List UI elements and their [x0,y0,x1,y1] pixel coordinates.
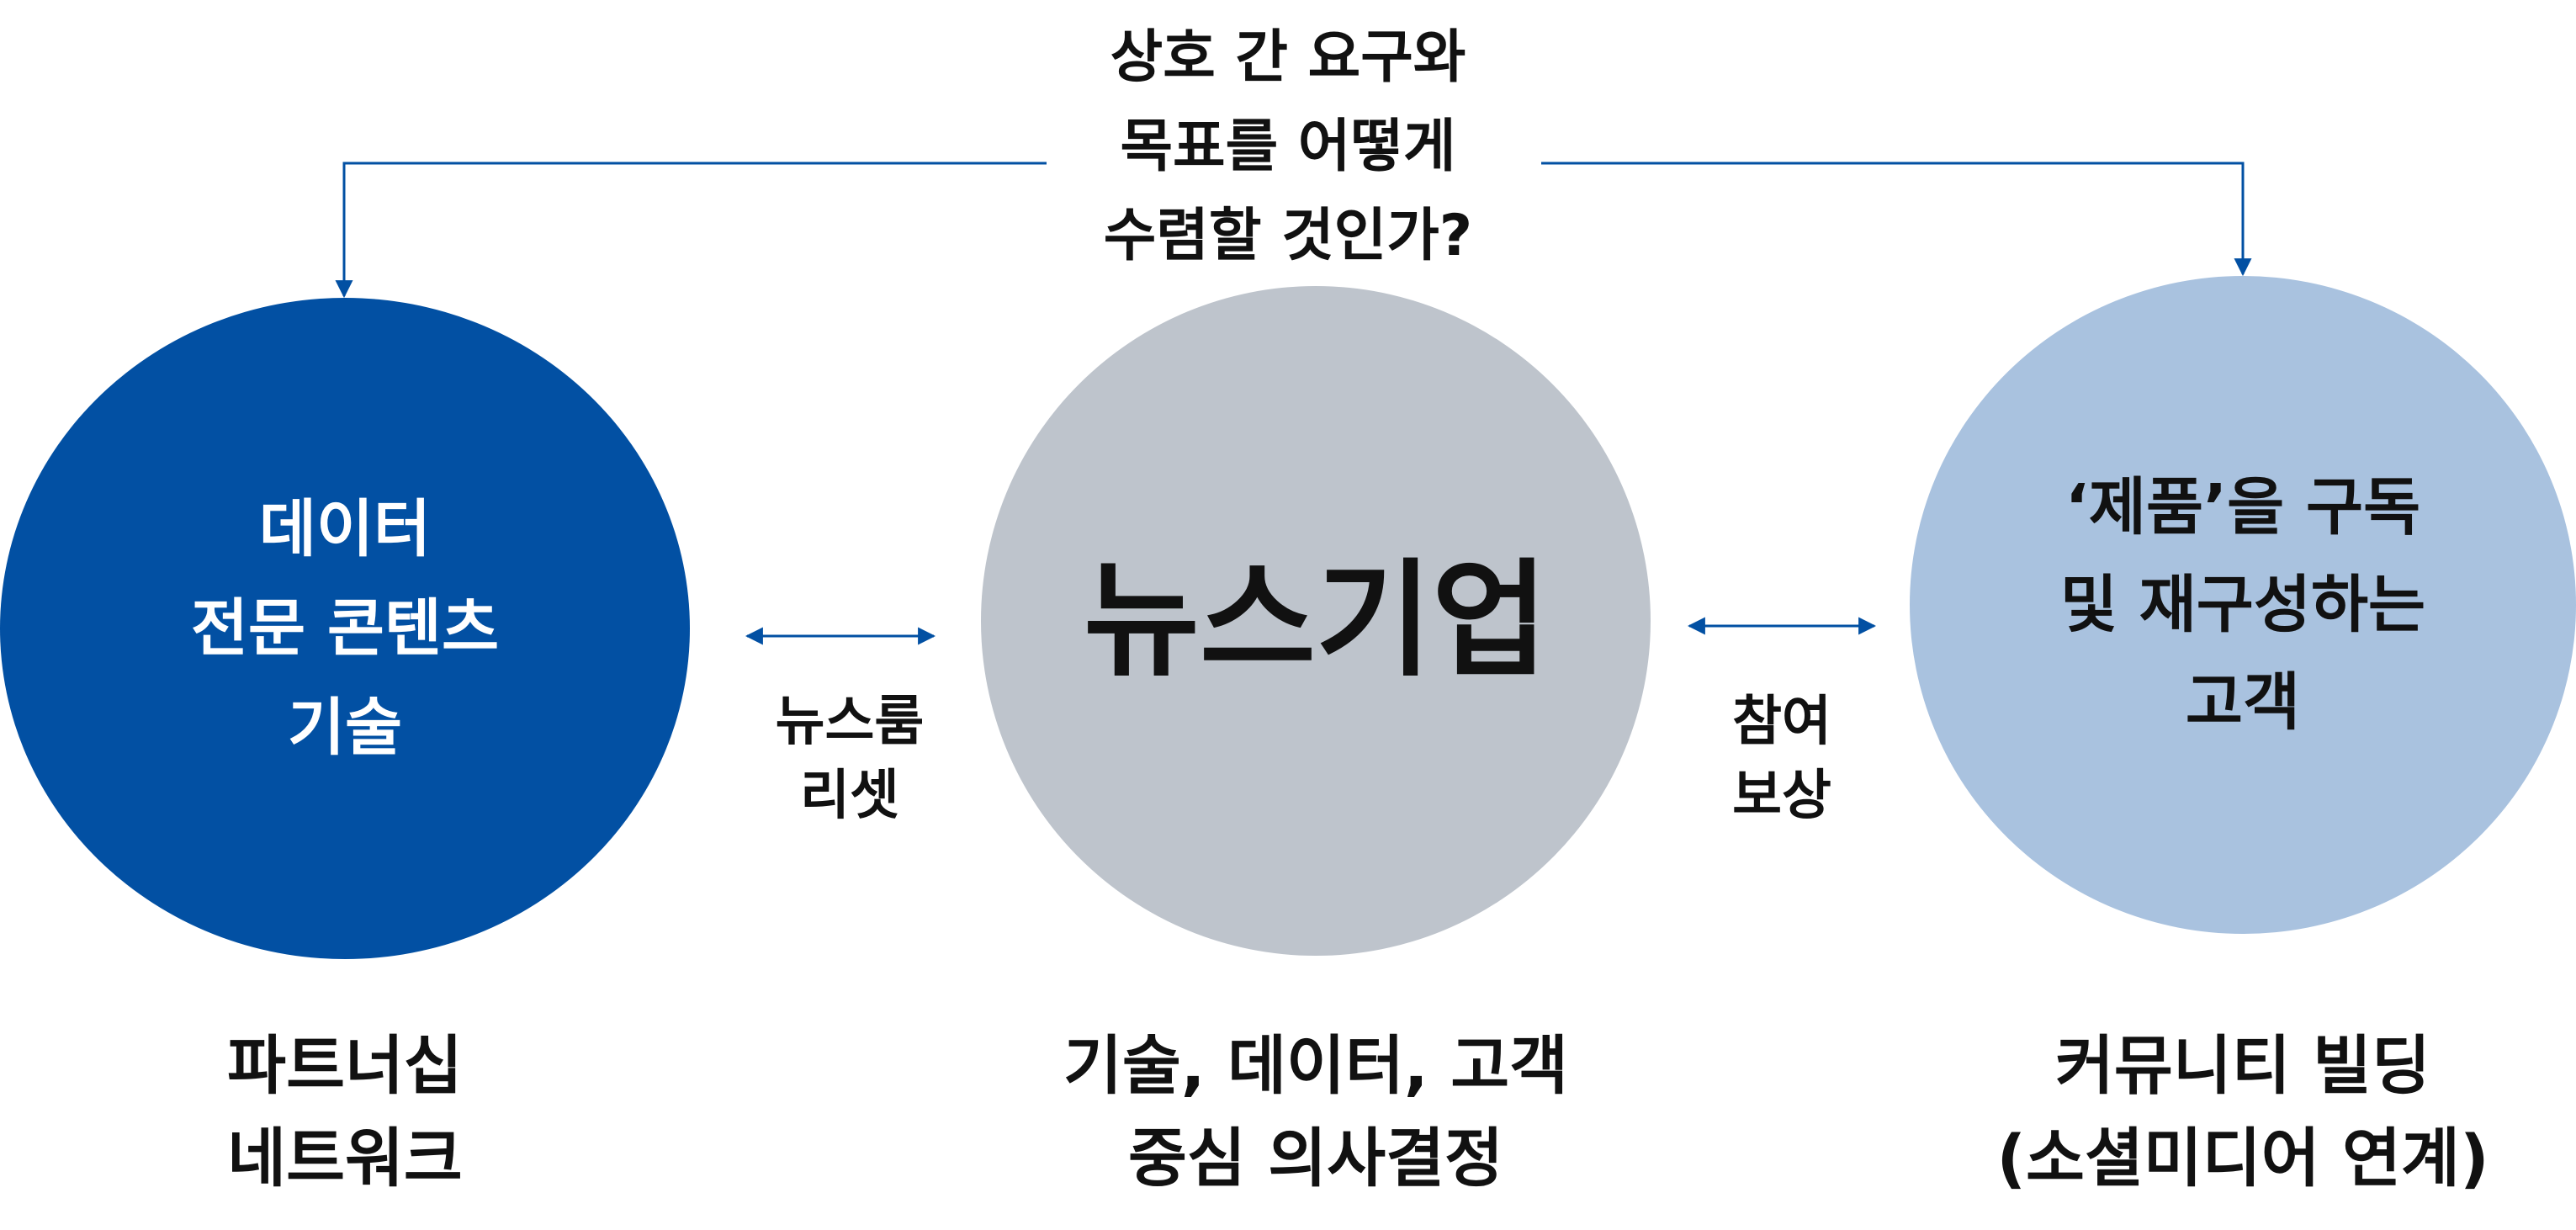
question-to-left-arrow [335,162,1047,299]
question-line: 상호 간 요구와 [1110,24,1466,91]
caption-line: (소셜미디어 연계) [1996,1121,2489,1196]
node-line: 데이터 [258,493,432,565]
link-line: 보상 [1732,765,1831,827]
node-line: 뉴스기업 [1083,548,1548,694]
link-line: 뉴스룸 [775,691,925,753]
news-company-node-circle: 뉴스기업 [981,286,1651,956]
question-to-right-arrow [1541,162,2252,277]
customer-node-caption: 커뮤니티 빌딩 (소셜미디어 연계) [1932,1020,2554,1205]
customer-node-circle: ‘제품’을 구독 및 재구성하는 고객 [1910,276,2576,934]
question-line: 수렴할 것인가? [1103,203,1473,269]
caption-line: 커뮤니티 빌딩 [2055,1028,2430,1103]
news-company-node-caption: 기술, 데이터, 고객 중심 의사결정 [979,1020,1652,1205]
caption-line: 기술, 데이터, 고객 [1063,1028,1569,1103]
node-line: 기술 [287,692,403,764]
node-line: 전문 콘텐츠 [190,592,500,665]
center-right-link-label: 참여 보상 [1656,685,1908,833]
partner-node-caption: 파트너십 네트워크 [93,1020,597,1205]
caption-line: 파트너십 [227,1028,463,1103]
customer-node-label: ‘제품’을 구독 및 재구성하는 고객 [2060,459,2425,751]
news-company-node-label: 뉴스기업 [1084,554,1548,688]
left-center-link-label: 뉴스룸 리셋 [724,685,976,833]
node-line: 고객 [2185,666,2301,739]
partner-node-label: 데이터 전문 콘텐츠 기술 [191,480,499,777]
partner-node-circle: 데이터 전문 콘텐츠 기술 [0,298,690,959]
link-line: 참여 [1732,691,1831,753]
caption-line: 네트워크 [227,1121,463,1196]
caption-line: 중심 의사결정 [1128,1121,1503,1196]
central-question: 상호 간 요구와 목표를 어떻게 수렴할 것인가? [1036,13,1540,281]
link-line: 리셋 [800,765,899,827]
question-line: 목표를 어떻게 [1120,114,1456,180]
node-line: ‘제품’을 구독 [2065,471,2421,543]
node-line: 및 재구성하는 [2059,569,2426,641]
